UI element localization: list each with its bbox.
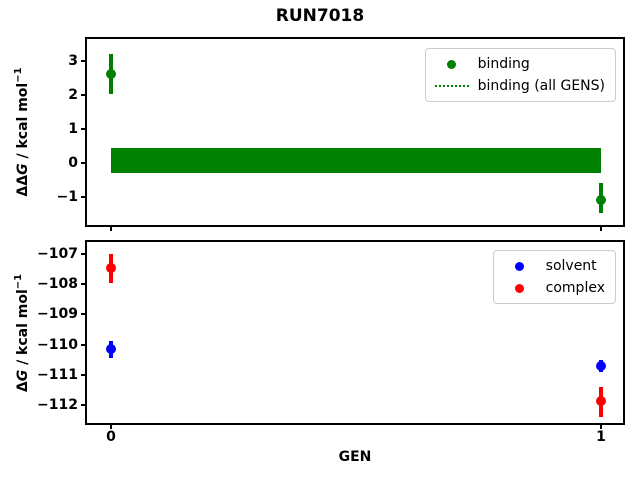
ytick-label: −111 [37,366,78,383]
dot-marker-icon [515,261,525,271]
xtick-mark [110,425,112,429]
xtick-mark [110,227,112,231]
legend-label: solvent [545,258,597,274]
dot-marker-icon [515,283,525,293]
solvent-dot-icon [502,261,538,271]
all-gens-band [111,148,601,174]
solvent-point [106,344,116,355]
ytick-label: −107 [37,246,78,263]
xtick-label: 0 [106,429,116,445]
ytick-label: −110 [37,336,78,353]
binding-point [595,194,606,205]
ytick-label: −108 [37,276,78,293]
complex-point [106,262,116,273]
ytick-mark [81,283,85,286]
solvent-point [595,360,606,371]
legend-label: binding [477,56,530,72]
ytick-label: 1 [68,121,78,138]
legend-item: complex [502,277,605,299]
complex-point [595,395,606,406]
legend-label: complex [545,280,605,296]
axes-dg [85,240,625,425]
xlabel-gen: GEN [338,449,372,465]
ytick-label: −1 [56,189,78,206]
ytick-mark [81,403,85,406]
ytick-mark [81,60,85,63]
ylabel-dg-unit: / kcal mol [14,289,31,370]
ytick-label: −109 [37,306,78,323]
dotted-line-icon [434,85,469,87]
ytick-label: 3 [68,53,78,70]
ytick-mark [81,196,85,199]
xtick-mark [599,227,602,231]
ytick-label: −112 [37,396,78,413]
ytick-mark [81,313,85,316]
legend: solvent complex [492,250,616,304]
ytick-label: 2 [68,87,78,104]
xtick-mark [599,425,602,429]
axes-ddg [85,37,625,227]
binding (all GENS)-dotted-line-icon [434,85,470,87]
ytick-mark [81,253,85,256]
legend-item: solvent [502,255,605,277]
xtick-label: 1 [596,429,606,445]
legend-item: binding [434,53,605,75]
ytick-mark [81,343,85,346]
ytick-mark [81,128,85,131]
ytick-mark [81,373,85,376]
figure-title: RUN7018 [275,6,365,26]
binding-dot-icon [434,59,470,69]
legend-item: binding (all GENS) [434,75,605,97]
binding-point [106,69,116,80]
ytick-label: 0 [68,155,78,172]
legend: binding binding (all GENS) [424,48,616,102]
complex-dot-icon [502,283,538,293]
dot-marker-icon [447,59,457,69]
ytick-mark [81,94,85,97]
legend-label: binding (all GENS) [477,78,605,94]
ytick-mark [81,162,85,165]
